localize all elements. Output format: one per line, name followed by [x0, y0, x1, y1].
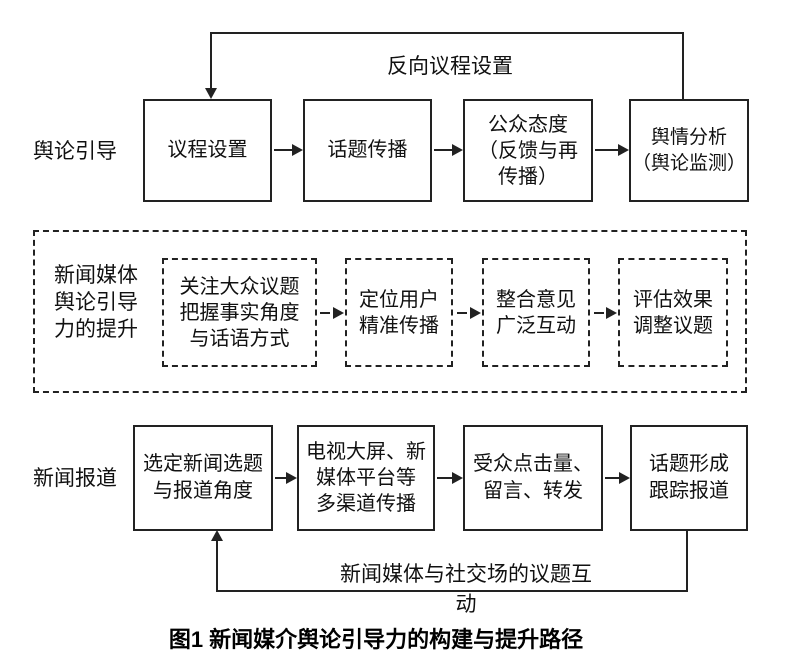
arrow-line-agenda-to-topic	[274, 149, 292, 151]
arrow-right-icon	[452, 144, 463, 156]
box-select-news-topic: 选定新闻选题 与报道角度	[133, 425, 273, 531]
arrow-right-icon	[606, 307, 617, 319]
container-label-media-guidance-improvement: 新闻媒体 舆论引导 力的提升	[54, 263, 138, 341]
box-topic-spread: 话题传播	[303, 99, 432, 202]
dashed-box-target-users: 定位用户 精准传播	[345, 258, 453, 367]
dashed-arrow-line-3	[594, 312, 604, 314]
top-feedback-label: 反向议程设置	[387, 54, 513, 78]
dashed-box-evaluate-adjust: 评估效果 调整议题	[618, 258, 728, 367]
bottom-feedback-line-horizontal	[217, 590, 688, 592]
dashed-arrow-line-2	[457, 312, 467, 314]
dashed-arrow-line-1	[320, 312, 330, 314]
box-multichannel-spread: 电视大屏、新 媒体平台等 多渠道传播	[297, 425, 435, 531]
arrow-line-select-to-spread	[275, 477, 286, 479]
arrow-right-icon	[452, 472, 463, 484]
arrow-right-icon	[470, 307, 481, 319]
top-feedback-line-horizontal	[211, 32, 684, 34]
arrow-right-icon	[286, 472, 297, 484]
box-public-attitude: 公众态度 （反馈与再 传播）	[463, 99, 593, 202]
row-label-news-report: 新闻报道	[33, 466, 117, 490]
top-feedback-line-right	[682, 32, 684, 101]
arrow-right-icon	[619, 472, 630, 484]
figure-caption: 图1 新闻媒介舆论引导力的构建与提升路径	[168, 627, 584, 652]
row-label-public-opinion-guidance: 舆论引导	[33, 139, 117, 163]
box-opinion-analysis: 舆情分析 （舆论监测）	[629, 99, 749, 202]
box-topic-follow-report: 话题形成 跟踪报道	[630, 425, 748, 531]
box-audience-clicks: 受众点击量、 留言、转发	[463, 425, 603, 531]
arrow-down-icon	[205, 88, 217, 99]
box-agenda-setting: 议程设置	[143, 99, 272, 202]
bottom-feedback-label: 新闻媒体与社交场的议题互动	[340, 562, 592, 616]
bottom-feedback-line-right	[686, 531, 688, 592]
arrow-line-spread-to-clicks	[437, 477, 452, 479]
arrow-line-topic-to-attitude	[434, 149, 452, 151]
top-feedback-line-left	[210, 32, 212, 89]
arrow-right-icon	[333, 307, 344, 319]
arrow-right-icon	[292, 144, 303, 156]
dashed-box-focus-public-issues: 关注大众议题 把握事实角度 与话语方式	[162, 258, 317, 367]
arrow-right-icon	[618, 144, 629, 156]
dashed-box-integrate-opinions: 整合意见 广泛互动	[482, 258, 590, 367]
bottom-feedback-line-left	[216, 541, 218, 592]
arrow-line-clicks-to-follow	[605, 477, 619, 479]
arrow-up-icon	[211, 530, 223, 541]
dashed-container-guidance-improvement	[33, 230, 747, 393]
arrow-line-attitude-to-analysis	[595, 149, 618, 151]
